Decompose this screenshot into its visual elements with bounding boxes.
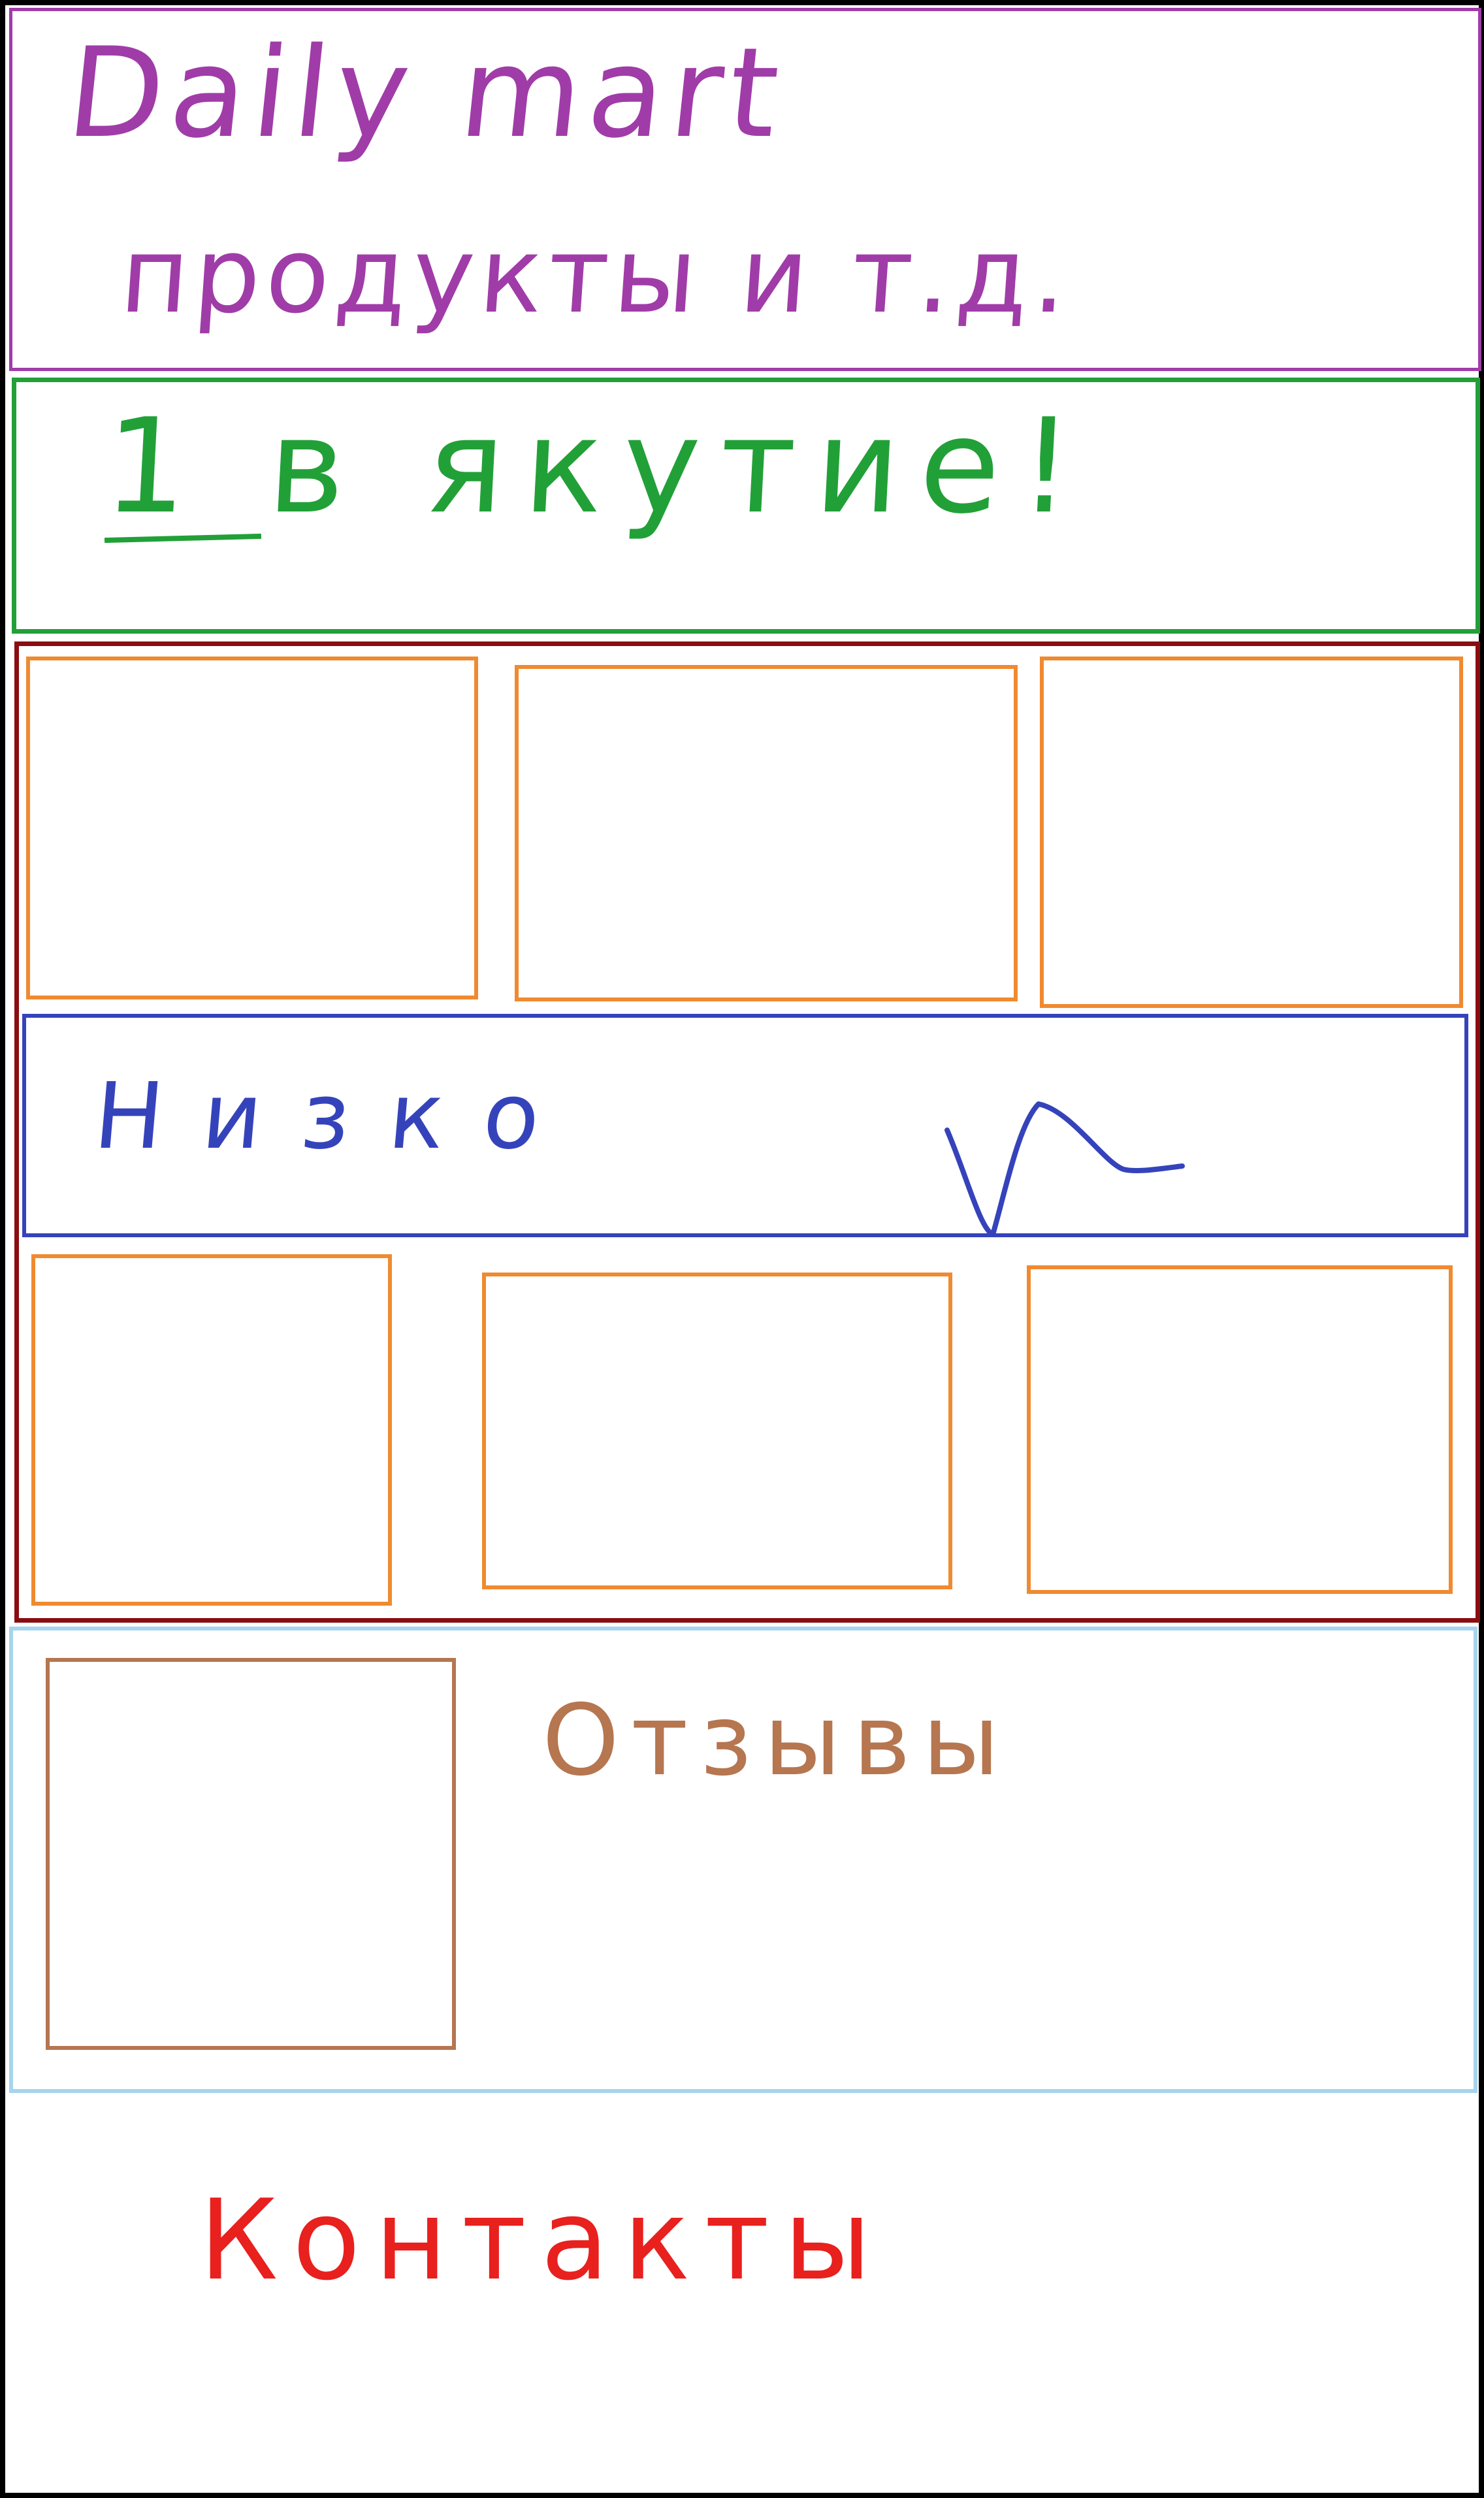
product-card[interactable]	[31, 1254, 392, 1606]
product-card[interactable]	[482, 1273, 952, 1589]
contacts-title[interactable]: Контакты	[199, 2176, 886, 2305]
reviews-section	[9, 1627, 1477, 2093]
reviews-title: Отзывы	[542, 1684, 1012, 1798]
mid-banner-text: Низко	[89, 1063, 584, 1170]
hero-text: 1 в якутие!	[100, 391, 1096, 543]
mid-banner[interactable]	[22, 1014, 1468, 1237]
review-photo	[46, 1658, 456, 2050]
check-mark-icon	[941, 1084, 1189, 1262]
product-card[interactable]	[26, 657, 478, 999]
product-card[interactable]	[515, 665, 1018, 1001]
site-header	[9, 8, 1481, 371]
brand-title[interactable]: Daily mart	[61, 21, 792, 165]
product-card[interactable]	[1040, 657, 1463, 1008]
hero-banner	[12, 378, 1480, 634]
product-card[interactable]	[1027, 1265, 1453, 1594]
products-section	[14, 641, 1480, 1623]
brand-tagline: продукты и т.д.	[116, 214, 1077, 336]
